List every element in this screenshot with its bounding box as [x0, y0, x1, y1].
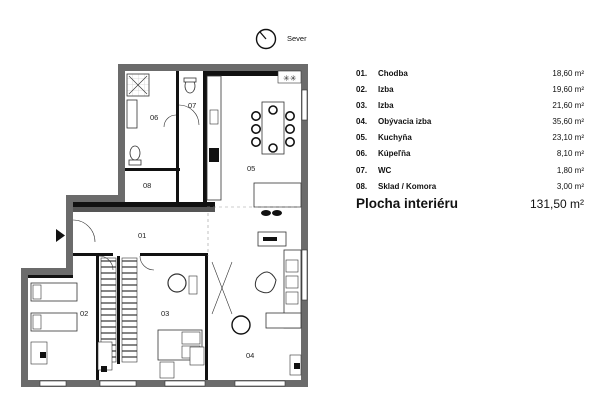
room-number: 08.	[356, 181, 368, 191]
room-name: Sklad / Komora	[378, 181, 437, 191]
compass-label: Sever	[287, 34, 307, 43]
room-row: 02. Izba 19,60 m²	[356, 82, 584, 98]
plan-label-05: 05	[247, 164, 255, 173]
living-chair	[231, 315, 251, 335]
svg-text:✳✳: ✳✳	[283, 74, 297, 83]
room-area: 35,60 m²	[552, 117, 584, 127]
entry-arrow-icon	[56, 229, 65, 242]
kitchen-counter	[206, 75, 222, 201]
room-number: 01.	[356, 69, 368, 78]
plan-label-07: 07	[188, 101, 196, 110]
room-number: 04.	[356, 117, 368, 127]
room-number: 03.	[356, 101, 368, 111]
plan-label-06: 06	[150, 113, 158, 122]
kitchen-island	[253, 182, 302, 208]
room-area: 1,80 m²	[556, 165, 584, 175]
room-row: 03. Izba 21,60 m²	[356, 98, 584, 114]
plan-label-04: 04	[246, 351, 254, 360]
plan-label-01: 01	[138, 231, 146, 240]
room-row: 07. WC 1,80 m²	[356, 163, 584, 179]
room-row: 08. Sklad / Komora 3,00 m²	[356, 179, 584, 195]
room-name: WC	[378, 165, 392, 175]
room-legend: 01. Chodba 18,60 m² 02. Izba 19,60 m² 03…	[356, 66, 584, 195]
room02-desk	[30, 341, 48, 365]
room-name: Izba	[378, 85, 394, 95]
shower-icon	[128, 75, 148, 95]
room-area: 18,60 m²	[552, 69, 584, 78]
room-number: 02.	[356, 85, 368, 95]
room-name: Kúpeľňa	[378, 149, 411, 159]
outer-walls	[21, 64, 308, 387]
wardrobe-right	[121, 257, 138, 363]
room02-beds	[30, 282, 78, 332]
room-row: 06. Kúpeľňa 8,10 m²	[356, 146, 584, 162]
sink-icon	[126, 99, 138, 129]
stove-icon	[209, 148, 219, 162]
room-area: 3,00 m²	[556, 181, 584, 191]
room-row: 04. Obývacia izba 35,60 m²	[356, 114, 584, 130]
compass-icon	[255, 28, 277, 50]
room-name: Chodba	[378, 69, 408, 78]
total-area: Plocha interiéru 131,50 m²	[356, 196, 584, 216]
room-area: 19,60 m²	[552, 85, 584, 95]
room-area: 8,10 m²	[556, 149, 584, 159]
kitchen-sink-icon	[209, 109, 219, 125]
coffee-table	[254, 271, 277, 294]
bar-stools	[261, 210, 282, 216]
room-name: Kuchyňa	[378, 133, 412, 143]
interior-walls	[73, 71, 208, 380]
plan-label-02: 02	[80, 309, 88, 318]
dining-chairs	[251, 105, 295, 153]
total-area-value: 131,50 m²	[529, 197, 584, 211]
room-row: 05. Kuchyňa 23,10 m²	[356, 130, 584, 146]
corridor-shelves	[73, 207, 215, 212]
dining-table	[261, 101, 285, 155]
sofa	[265, 249, 302, 329]
room-area: 21,60 m²	[552, 101, 584, 111]
room-number: 07.	[356, 165, 368, 175]
toilet-icon	[129, 145, 141, 161]
room-name: Obývacia izba	[378, 117, 432, 127]
windows	[39, 89, 308, 387]
room03-chair	[167, 273, 187, 293]
room-name: Izba	[378, 101, 394, 111]
total-area-label: Plocha interiéru	[356, 196, 459, 211]
wall-trims	[28, 71, 282, 278]
room-area: 23,10 m²	[552, 133, 584, 143]
room-number: 05.	[356, 133, 368, 143]
room-row: 01. Chodba 18,60 m²	[356, 66, 584, 82]
room-number: 06.	[356, 149, 368, 159]
plan-label-08: 08	[143, 181, 151, 190]
plan-label-03: 03	[161, 309, 169, 318]
